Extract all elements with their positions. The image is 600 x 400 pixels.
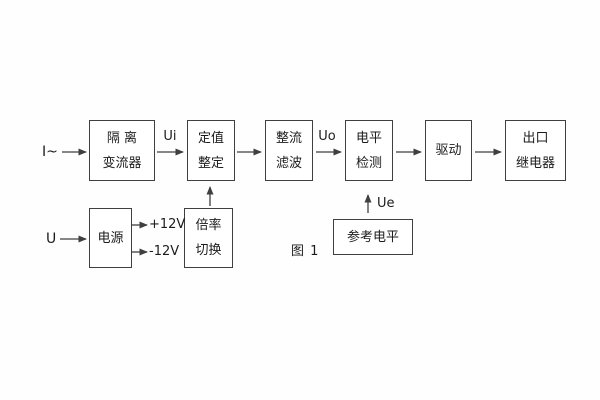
label-input-voltage: U bbox=[46, 231, 57, 247]
block-text: 滤波 bbox=[275, 155, 302, 171]
block-level-detect: 电平 检测 bbox=[345, 120, 393, 181]
label-input-current: I~ bbox=[42, 144, 58, 160]
figure-caption: 图 1 bbox=[291, 244, 320, 259]
block-text: 切换 bbox=[195, 243, 222, 258]
block-ratio-switch: 倍率 切换 bbox=[184, 208, 233, 268]
block-text: 整定 bbox=[197, 155, 224, 171]
block-text: 出口 bbox=[522, 130, 549, 146]
block-text: 变流器 bbox=[102, 155, 142, 171]
block-setting-adjust: 定值 整定 bbox=[187, 120, 235, 181]
label-plus-12v: +12V bbox=[149, 217, 186, 232]
block-text: 整流 bbox=[275, 130, 302, 146]
label-minus-12v: -12V bbox=[149, 244, 180, 259]
block-text: 驱动 bbox=[435, 143, 462, 158]
label-uo-signal: Uo bbox=[318, 129, 336, 144]
block-text: 定值 bbox=[197, 130, 224, 146]
block-power-supply: 电源 bbox=[89, 208, 132, 268]
label-ue-signal: Ue bbox=[377, 196, 395, 211]
block-text: 电源 bbox=[97, 230, 124, 246]
block-isolation-transformer: 隔 离 变流器 bbox=[89, 120, 155, 181]
block-text: 倍率 bbox=[195, 218, 222, 233]
block-reference-level: 参考电平 bbox=[333, 219, 413, 255]
block-drive: 驱动 bbox=[425, 120, 472, 181]
label-ui-signal: Ui bbox=[163, 129, 177, 144]
block-text: 电平 bbox=[355, 130, 382, 146]
block-text: 隔 离 bbox=[106, 130, 138, 146]
block-output-relay: 出口 继电器 bbox=[505, 120, 566, 181]
block-rectifier-filter: 整流 滤波 bbox=[265, 120, 313, 181]
block-text: 参考电平 bbox=[346, 229, 399, 245]
block-text: 检测 bbox=[355, 155, 382, 171]
block-text: 继电器 bbox=[515, 155, 555, 171]
